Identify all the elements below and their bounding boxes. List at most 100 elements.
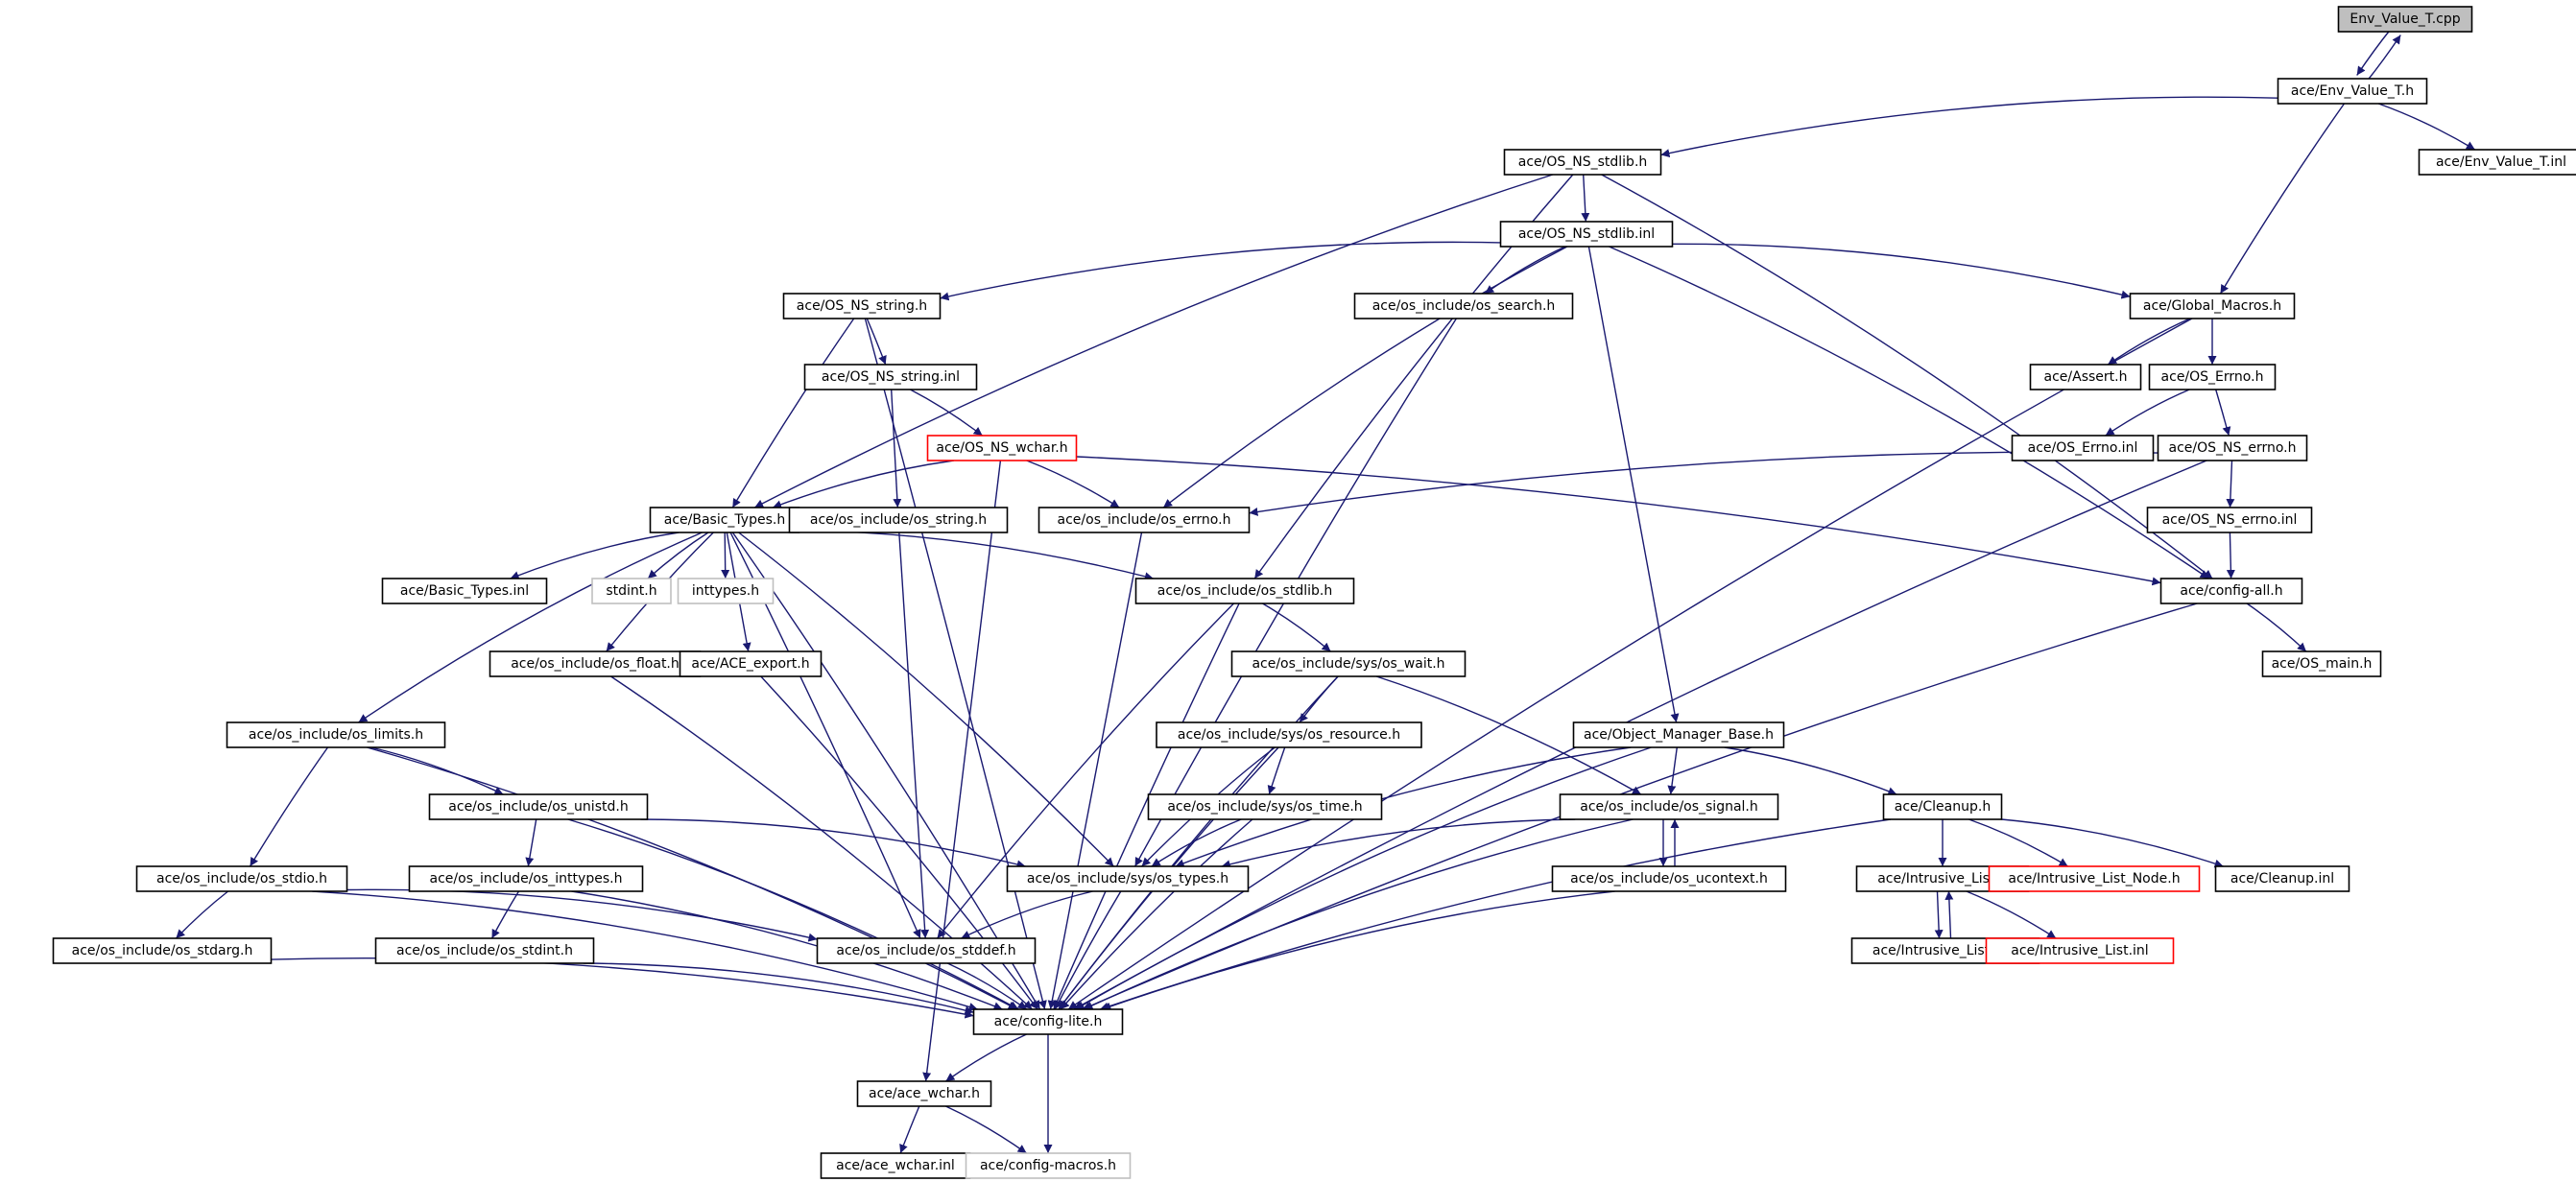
node-label: ace/os_include/os_float.h	[511, 656, 680, 672]
node-os-resource-h[interactable]: ace/os_include/sys/os_resource.h	[1156, 721, 1422, 748]
node-config-macros-h[interactable]: ace/config-macros.h	[965, 1152, 1132, 1179]
edges-layer	[175, 28, 2476, 1154]
edge-os_ns_wchar_h-to-config_all_h	[1076, 456, 2161, 586]
edge-os_inttypes_h-to-config_lite_h	[571, 890, 1003, 1010]
node-os-stdarg-h[interactable]: ace/os_include/os_stdarg.h	[52, 937, 273, 964]
node-os-ns-errno-h[interactable]: ace/OS_NS_errno.h	[2157, 435, 2308, 461]
node-os-inttypes-h[interactable]: ace/os_include/os_inttypes.h	[408, 865, 644, 892]
node-box	[816, 937, 1037, 964]
node-object-manager-base-h[interactable]: ace/Object_Manager_Base.h	[1572, 721, 1785, 748]
node-env-value-t-cpp[interactable]: Env_Value_T.cpp	[2337, 6, 2473, 33]
node-os-types-h[interactable]: ace/os_include/sys/os_types.h	[1006, 865, 1250, 892]
node-assert-h[interactable]: ace/Assert.h	[2029, 364, 2142, 390]
node-os-ns-string-h[interactable]: ace/OS_NS_string.h	[782, 293, 942, 319]
node-ace-wchar-inl[interactable]: ace/ace_wchar.inl	[820, 1152, 971, 1179]
node-label: ace/os_include/os_stdio.h	[156, 871, 327, 886]
node-os-float-h[interactable]: ace/os_include/os_float.h	[489, 650, 702, 677]
edge-os_stdlib_h-to-os_stddef_h	[936, 603, 1234, 939]
edge-object_manager_base_h-to-cleanup_h	[1724, 746, 1897, 795]
node-os-ucontext-h[interactable]: ace/os_include/os_ucontext.h	[1551, 865, 1787, 892]
node-os-ns-stdlib-h[interactable]: ace/OS_NS_stdlib.h	[1503, 149, 1662, 176]
node-os-search-h[interactable]: ace/os_include/os_search.h	[1353, 293, 1574, 319]
node-box	[2148, 364, 2277, 390]
edge-object_manager_base_h-to-config_lite_h	[1075, 746, 1652, 1010]
node-os-limits-h[interactable]: ace/os_include/os_limits.h	[226, 721, 446, 748]
node-label: ace/Basic_Types.h	[664, 512, 785, 528]
node-label: ace/Basic_Types.inl	[400, 583, 529, 599]
node-stdint-h[interactable]: stdint.h	[591, 578, 672, 604]
edge-os_ns_stdlib_h-to-config_all_h	[1601, 174, 2213, 579]
edge-os_ns_string_h-to-config_lite_h	[864, 318, 1047, 1010]
node-os-ns-errno-inl[interactable]: ace/OS_NS_errno.inl	[2146, 507, 2313, 533]
node-box	[2029, 364, 2142, 390]
node-global-macros-h[interactable]: ace/Global_Macros.h	[2129, 293, 2296, 319]
node-ace-export-h[interactable]: ace/ACE_export.h	[679, 650, 823, 677]
node-config-lite-h[interactable]: ace/config-lite.h	[972, 1008, 1124, 1035]
node-box	[374, 937, 595, 964]
node-label: Env_Value_T.cpp	[2349, 12, 2460, 27]
node-os-errno-h-cap[interactable]: ace/OS_Errno.h	[2148, 364, 2277, 390]
node-box	[2159, 578, 2303, 604]
node-box	[972, 1008, 1124, 1035]
edge-os_errno_h-to-config_lite_h	[1047, 532, 1143, 1010]
edge-os_ns_stdlib_inl-to-config_all_h	[1609, 246, 2209, 579]
node-cleanup-inl[interactable]: ace/Cleanup.inl	[2214, 865, 2350, 892]
edge-os_errno_h_cap-to-os_errno_inl_cap	[2105, 389, 2190, 437]
node-intrusive-list-inl[interactable]: ace/Intrusive_List.inl	[1985, 937, 2175, 964]
edge-basic_types_h-to-inttypes_h	[721, 532, 730, 579]
node-box	[2214, 865, 2350, 892]
node-box	[1551, 865, 1787, 892]
node-os-ns-string-inl[interactable]: ace/OS_NS_string.inl	[803, 364, 978, 390]
node-basic-types-inl[interactable]: ace/Basic_Types.inl	[381, 578, 548, 604]
edge-os_stdio_h-to-config_lite_h	[312, 890, 978, 1011]
node-os-string-h[interactable]: ace/os_include/os_string.h	[788, 507, 1009, 533]
node-label: ace/os_include/os_stdint.h	[396, 943, 573, 958]
edge-os_stdio_h-to-os_stddef_h	[346, 888, 818, 942]
edge-os_ns_wchar_h-to-basic_types_h	[772, 460, 954, 509]
edge-object_manager_base_h-to-os_types_h	[1175, 746, 1632, 867]
node-box	[489, 650, 702, 677]
node-os-stdint-h[interactable]: ace/os_include/os_stdint.h	[374, 937, 595, 964]
node-os-main-h[interactable]: ace/OS_main.h	[2261, 650, 2382, 677]
node-os-signal-h[interactable]: ace/os_include/os_signal.h	[1559, 793, 1779, 820]
node-ace-wchar-h[interactable]: ace/ace_wchar.h	[856, 1080, 992, 1107]
node-label: ace/os_include/sys/os_time.h	[1167, 799, 1362, 815]
edge-os_time_h-to-os_types_h	[1151, 818, 1242, 867]
edge-env_value_t_h-to-os_ns_stdlib_h	[1660, 96, 2278, 158]
node-label: ace/os_include/os_signal.h	[1580, 799, 1758, 815]
edge-os_stdio_h-to-os_stdarg_h	[175, 890, 229, 939]
edge-intrusive_list_h-to-intrusive_list_cpp	[1934, 891, 1944, 939]
node-inttypes-h[interactable]: inttypes.h	[677, 578, 775, 604]
node-label: ace/OS_NS_errno.inl	[2162, 512, 2298, 528]
node-box	[2337, 6, 2473, 33]
node-os-time-h[interactable]: ace/os_include/sys/os_time.h	[1147, 793, 1383, 820]
node-basic-types-h[interactable]: ace/Basic_Types.h	[649, 507, 800, 533]
edge-basic_types_h-to-os_limits_h	[358, 532, 703, 723]
node-env-value-t-inl[interactable]: ace/Env_Value_T.inl	[2418, 149, 2576, 176]
node-os-ns-wchar-h[interactable]: ace/OS_NS_wchar.h	[926, 435, 1078, 461]
edge-basic_types_h-to-os_stdlib_h	[799, 529, 1154, 581]
node-intrusive-list-h[interactable]: ace/Intrusive_List.h	[1855, 865, 2030, 892]
node-label: ace/OS_Errno.h	[2161, 369, 2264, 385]
node-label: ace/OS_NS_stdlib.h	[1518, 154, 1648, 170]
node-os-ns-stdlib-inl[interactable]: ace/OS_NS_stdlib.inl	[1499, 221, 1674, 248]
node-os-errno-inl-cap[interactable]: ace/OS_Errno.inl	[2011, 435, 2155, 461]
node-config-all-h[interactable]: ace/config-all.h	[2159, 578, 2303, 604]
node-os-unistd-h[interactable]: ace/os_include/os_unistd.h	[428, 793, 649, 820]
node-intrusive-list-node-h[interactable]: ace/Intrusive_List_Node.h	[1988, 865, 2201, 892]
node-os-stdio-h[interactable]: ace/os_include/os_stdio.h	[135, 865, 348, 892]
node-box	[135, 865, 348, 892]
node-os-errno-h[interactable]: ace/os_include/os_errno.h	[1038, 507, 1251, 533]
node-cleanup-h[interactable]: ace/Cleanup.h	[1882, 793, 2003, 820]
node-env-value-t-h[interactable]: ace/Env_Value_T.h	[2277, 78, 2428, 105]
node-label: ace/Assert.h	[2044, 369, 2128, 385]
node-os-stddef-h[interactable]: ace/os_include/os_stddef.h	[816, 937, 1037, 964]
edge-object_manager_base_h-to-os_signal_h	[1667, 746, 1678, 795]
node-label: ace/os_include/os_search.h	[1372, 298, 1556, 314]
node-os-wait-h[interactable]: ace/os_include/sys/os_wait.h	[1230, 650, 1467, 677]
edge-ace_wchar_h-to-ace_wchar_inl	[899, 1105, 920, 1154]
node-os-stdlib-h[interactable]: ace/os_include/os_stdlib.h	[1134, 578, 1355, 604]
node-label: ace/os_include/os_stdlib.h	[1157, 583, 1332, 599]
edge-os_ns_string_inl-to-os_ns_wchar_h	[910, 389, 984, 437]
node-label: ace/config-lite.h	[994, 1014, 1103, 1029]
